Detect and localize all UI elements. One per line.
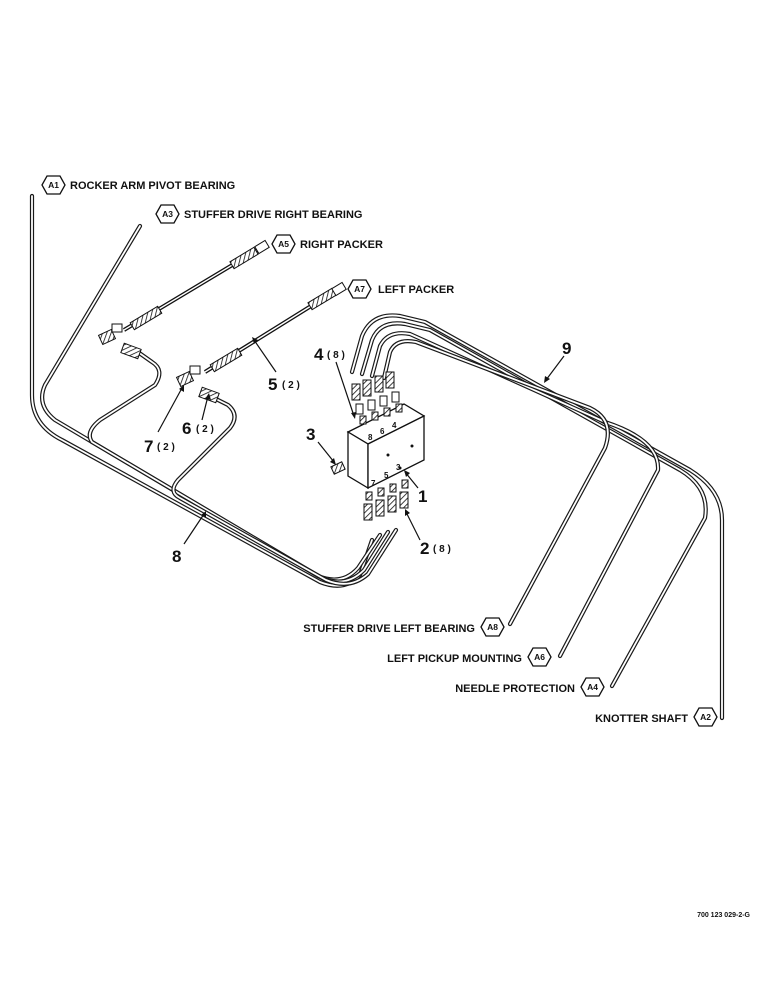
- callout-a8-label: STUFFER DRIVE LEFT BEARING: [303, 623, 475, 635]
- left-packer-hose: [203, 281, 347, 374]
- block-port-6: 6: [380, 427, 385, 436]
- block-port-4: 4: [392, 421, 397, 430]
- callout-a4-label: NEEDLE PROTECTION: [455, 683, 575, 695]
- block-port-3: 3: [396, 463, 401, 472]
- part-7: 7 ( 2 ): [144, 385, 184, 456]
- block-port-5: 5: [384, 471, 389, 480]
- block-port-7: 7: [371, 479, 376, 488]
- part-3: 3: [306, 425, 336, 465]
- callout-a6-hex: [527, 647, 552, 667]
- block-bottom-fittings: [363, 479, 409, 521]
- part-1: 1: [404, 470, 427, 506]
- callout-a3-label: STUFFER DRIVE RIGHT BEARING: [184, 209, 362, 221]
- callout-a5-label: RIGHT PACKER: [300, 239, 383, 251]
- part-5-number: 5: [268, 375, 277, 394]
- part-6: 6 ( 2 ): [182, 393, 214, 438]
- part-4: 4 ( 8 ): [314, 345, 356, 419]
- callout-a1-hex: [41, 175, 66, 195]
- tube-bundle-right: [349, 313, 725, 721]
- block-top-fittings: [351, 371, 403, 425]
- callout-a2-tag: A2: [700, 712, 711, 722]
- callout-a1-label: ROCKER ARM PIVOT BEARING: [70, 180, 235, 192]
- callout-a4: NEEDLE PROTECTION A4: [455, 677, 605, 697]
- part-5-qty: ( 2 ): [282, 380, 300, 391]
- callout-a8: STUFFER DRIVE LEFT BEARING A8: [303, 617, 505, 637]
- part-8: 8: [172, 511, 206, 566]
- elbow-fittings: [97, 323, 220, 404]
- callout-a3-tag: A3: [162, 209, 173, 219]
- part-7-qty: ( 2 ): [157, 442, 175, 453]
- part-4-number: 4: [314, 345, 324, 364]
- callout-a2-label: KNOTTER SHAFT: [595, 713, 688, 725]
- mounting-bolt: [330, 461, 346, 475]
- callout-a6-label: LEFT PICKUP MOUNTING: [387, 653, 522, 665]
- drawing-number: 700 123 029-2-G: [697, 912, 750, 919]
- callout-a7: A7 LEFT PACKER: [347, 279, 454, 299]
- callout-a8-hex: [480, 617, 505, 637]
- callout-a7-label: LEFT PACKER: [378, 284, 454, 296]
- part-5: 5 ( 2 ): [252, 337, 300, 394]
- callout-a4-hex: [580, 677, 605, 697]
- block-port-8: 8: [368, 433, 373, 442]
- part-2-qty: ( 8 ): [433, 544, 451, 555]
- callout-a3-hex: [155, 204, 180, 224]
- part-9: 9: [544, 339, 571, 383]
- callout-a5-tag: A5: [278, 239, 289, 249]
- callout-a1-tag: A1: [48, 180, 59, 190]
- part-2-number: 2: [420, 539, 429, 558]
- part-3-number: 3: [306, 425, 315, 444]
- part-1-number: 1: [418, 487, 427, 506]
- callout-a1: A1 ROCKER ARM PIVOT BEARING: [41, 175, 235, 195]
- part-6-qty: ( 2 ): [196, 424, 214, 435]
- callout-a4-tag: A4: [587, 682, 598, 692]
- part-9-number: 9: [562, 339, 571, 358]
- tube-bundle-left: [29, 193, 399, 588]
- callout-a5: A5 RIGHT PACKER: [271, 234, 383, 254]
- callout-a2-hex: [693, 707, 718, 727]
- callout-a7-tag: A7: [354, 284, 365, 294]
- callout-a7-hex: [347, 279, 372, 299]
- part-2: 2 ( 8 ): [405, 509, 451, 558]
- distribution-block: 7 5 3 8 6 4: [346, 403, 426, 490]
- callout-a6-tag: A6: [534, 652, 545, 662]
- right-packer-hose: [122, 239, 270, 332]
- callout-a8-tag: A8: [487, 622, 498, 632]
- part-4-qty: ( 8 ): [327, 350, 345, 361]
- part-6-number: 6: [182, 419, 191, 438]
- part-7-number: 7: [144, 437, 153, 456]
- callout-a2: KNOTTER SHAFT A2: [595, 707, 718, 727]
- callout-a6: LEFT PICKUP MOUNTING A6: [387, 647, 552, 667]
- callout-a5-hex: [271, 234, 296, 254]
- part-8-number: 8: [172, 547, 181, 566]
- callout-a3: A3 STUFFER DRIVE RIGHT BEARING: [155, 204, 362, 224]
